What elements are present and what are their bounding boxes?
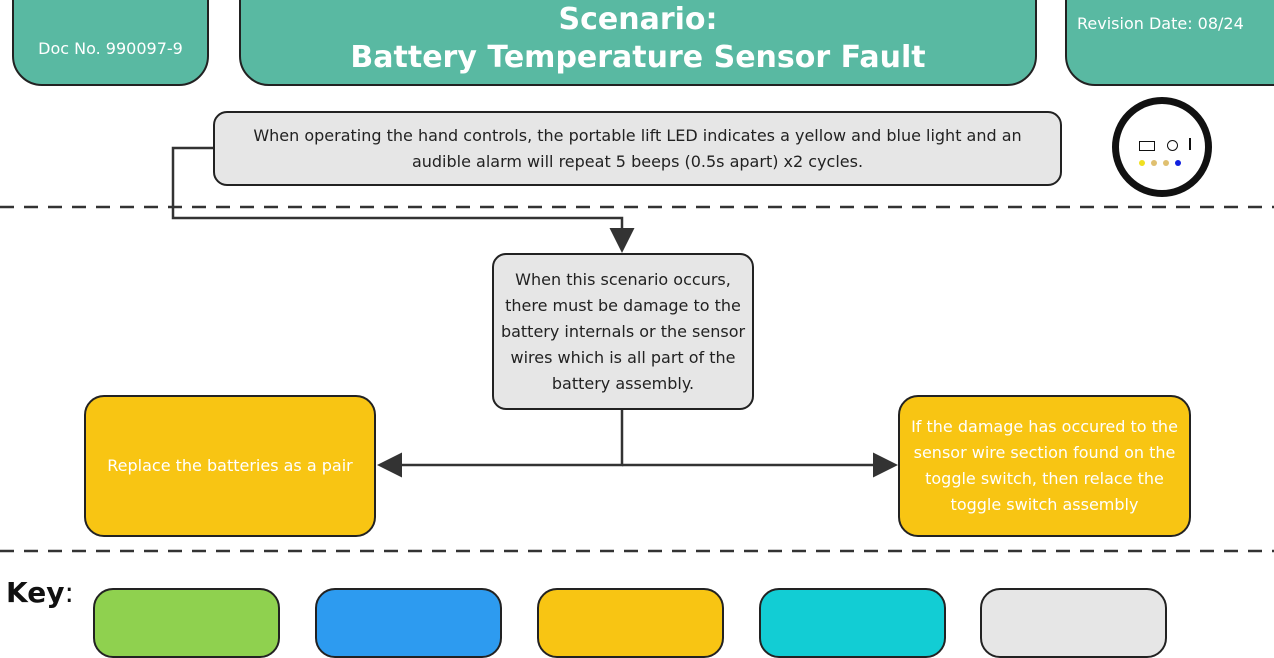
key-label: Key: <box>6 576 74 609</box>
page-title: Battery Temperature Sensor Fault <box>350 40 926 75</box>
key-label-text: Key <box>6 576 65 609</box>
led-2 <box>1151 160 1157 166</box>
key-yellow <box>537 588 724 658</box>
led-3 <box>1163 160 1169 166</box>
battery-icon <box>1139 141 1155 151</box>
title-line1: Scenario: <box>558 2 718 37</box>
title-box: Scenario: Battery Temperature Sensor Fau… <box>239 0 1037 86</box>
right-action-box: If the damage has occured to the sensor … <box>898 395 1191 537</box>
power-icon <box>1167 140 1178 151</box>
center-text: When this scenario occurs, there must be… <box>500 269 746 393</box>
left-action-text: Replace the batteries as a pair <box>107 456 353 475</box>
revision-box: Revision Date: 08/24 <box>1065 0 1274 86</box>
doc-number: Doc No. 990097-9 <box>38 38 183 58</box>
toggle-icon <box>1189 138 1191 150</box>
connector-center-left <box>377 409 624 478</box>
doc-number-box: Doc No. 990097-9 <box>12 0 209 86</box>
revision-date: Revision Date: 08/24 <box>1077 13 1244 33</box>
connectors <box>0 146 1274 553</box>
key-grey <box>980 588 1167 658</box>
key-blue <box>315 588 502 658</box>
led-4 <box>1175 160 1181 166</box>
center-box: When this scenario occurs, there must be… <box>492 253 754 410</box>
right-action-text: If the damage has occured to the sensor … <box>911 417 1178 514</box>
description-box: When operating the hand controls, the po… <box>213 111 1062 186</box>
key-green <box>93 588 280 658</box>
connector-desc-center <box>171 146 635 253</box>
key-cyan <box>759 588 946 658</box>
description-text: When operating the hand controls, the po… <box>253 125 1022 171</box>
led-1 <box>1139 160 1145 166</box>
led-indicator <box>1112 97 1212 197</box>
left-action-box: Replace the batteries as a pair <box>84 395 376 537</box>
